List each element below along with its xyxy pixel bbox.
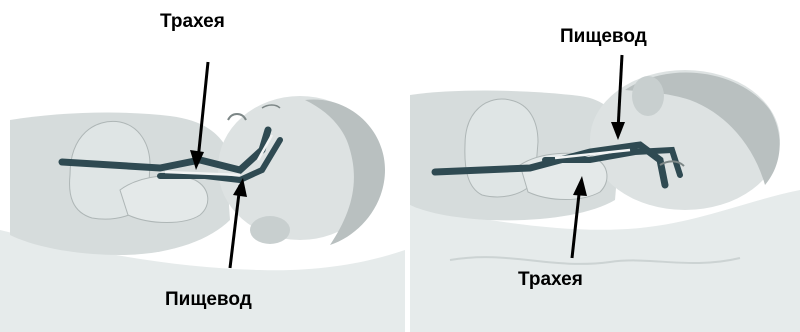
- panel-left-supine: Трахея Пищевод: [0, 0, 405, 332]
- prone-illustration: [410, 0, 800, 332]
- label-esophagus-left: Пищевод: [165, 290, 252, 309]
- panel-right-prone: Пищевод Трахея: [410, 0, 800, 332]
- label-esophagus-right: Пищевод: [560, 27, 647, 46]
- supine-illustration: [0, 0, 405, 332]
- label-trachea-right: Трахея: [518, 270, 583, 289]
- label-trachea-left: Трахея: [160, 12, 225, 31]
